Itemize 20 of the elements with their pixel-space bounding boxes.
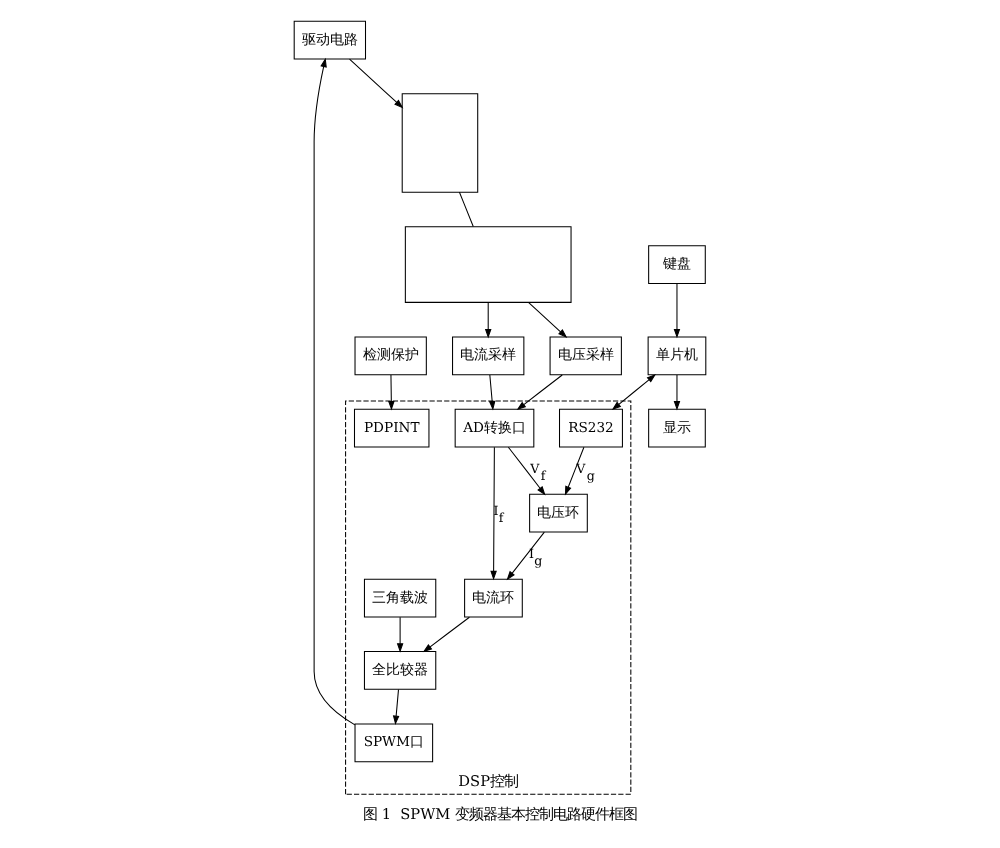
connector	[458, 191, 474, 227]
arrow	[396, 616, 404, 653]
arrow	[506, 531, 545, 581]
arrow	[388, 374, 395, 411]
arrow	[516, 374, 563, 411]
arrow	[673, 283, 681, 339]
node-box	[401, 93, 479, 193]
arrow	[564, 446, 585, 496]
arrow	[488, 374, 496, 411]
arrow	[349, 58, 404, 109]
arrow	[484, 301, 492, 339]
arrow	[313, 57, 356, 726]
arrow	[611, 373, 657, 411]
arrow	[422, 616, 470, 653]
node-box	[404, 226, 572, 303]
arrow	[490, 446, 497, 581]
arrow	[527, 301, 568, 338]
arrow	[507, 446, 546, 496]
arrow	[673, 374, 681, 411]
arrow	[392, 689, 400, 726]
